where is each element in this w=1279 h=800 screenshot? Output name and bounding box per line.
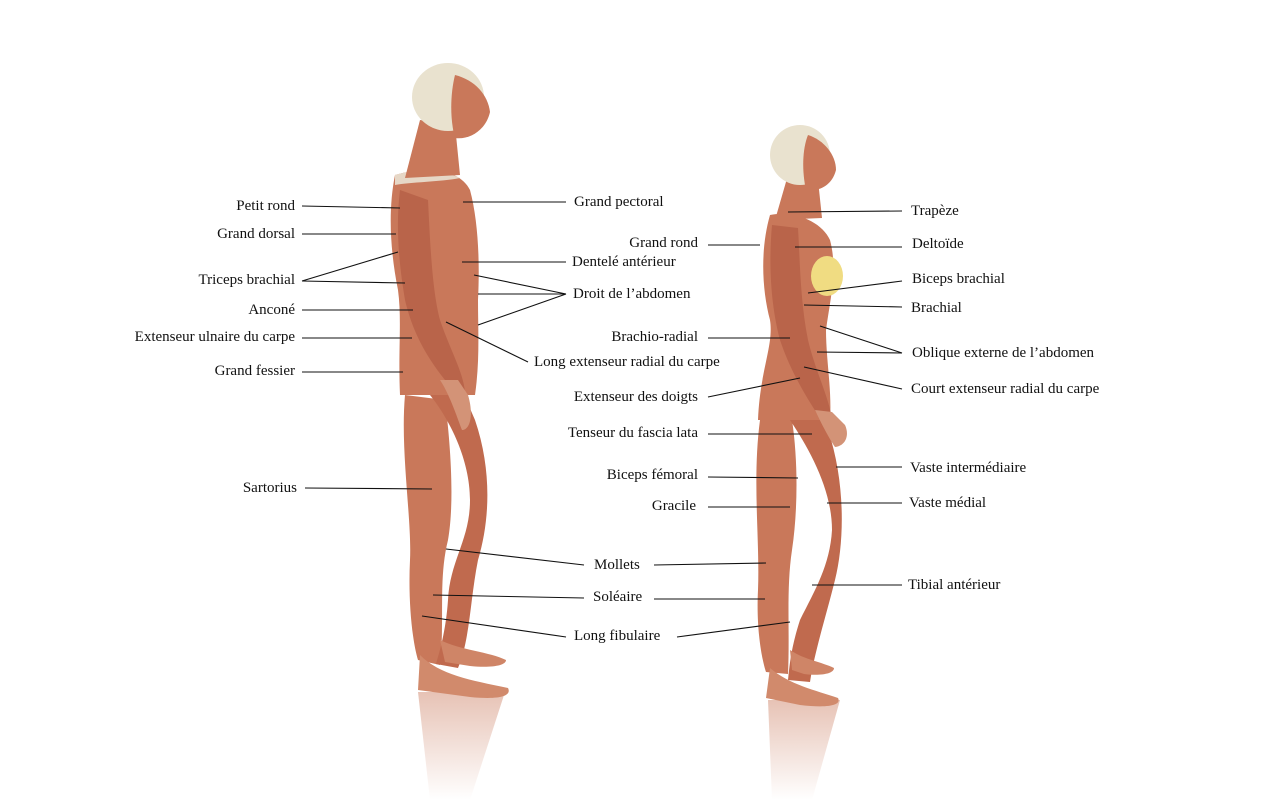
male-back-foot [440, 640, 506, 667]
label-triceps-brachial: Triceps brachial [198, 272, 295, 288]
male-front-foot [418, 655, 509, 698]
label-long-extenseur: Long extenseur radial du carpe [534, 354, 720, 370]
female-back-foot [790, 650, 834, 675]
label-court-extenseur: Court extenseur radial du carpe [911, 381, 1100, 397]
male-neck [405, 120, 460, 178]
label-mollets: Mollets [594, 557, 640, 573]
label-grand-rond: Grand rond [629, 235, 698, 251]
leader-lines [301, 201, 903, 638]
label-sartorius: Sartorius [242, 480, 297, 496]
label-biceps-brachial-f: Biceps brachial [912, 271, 1005, 287]
label-ancone: Anconé [248, 302, 295, 318]
label-dentele-anterieur: Dentelé antérieur [572, 254, 676, 270]
male-back-leg [403, 395, 452, 665]
male-figure [390, 63, 509, 800]
label-grand-pectoral: Grand pectoral [574, 194, 664, 210]
label-tenseur-fascia-lata: Tenseur du fascia lata [567, 425, 698, 441]
label-extenseur-ulnaire: Extenseur ulnaire du carpe [134, 329, 295, 345]
female-breast [811, 256, 843, 296]
label-vaste-medial: Vaste médial [909, 495, 987, 511]
female-back-leg [756, 420, 797, 674]
label-vaste-intermediaire: Vaste intermédiaire [910, 460, 1027, 476]
label-oblique-externe: Oblique externe de l’abdomen [912, 345, 1095, 361]
label-deltoide: Deltoïde [912, 236, 964, 252]
label-brachio-radial: Brachio-radial [611, 329, 698, 345]
label-grand-fessier: Grand fessier [214, 363, 295, 379]
female-front-leg [788, 410, 842, 682]
female-front-foot [766, 668, 839, 707]
label-long-fibulaire: Long fibulaire [574, 628, 661, 644]
label-petit-rond: Petit rond [236, 198, 295, 214]
male-arm [397, 190, 465, 395]
label-gracile: Gracile [651, 498, 696, 514]
male-face [451, 75, 490, 139]
label-grand-dorsal: Grand dorsal [217, 226, 295, 242]
label-trapeze: Trapèze [911, 203, 959, 219]
label-soleaire: Soléaire [593, 589, 643, 605]
label-extenseur-doigts: Extenseur des doigts [573, 389, 698, 405]
male-hand [440, 380, 471, 430]
label-brachial: Brachial [911, 300, 962, 316]
female-reflection [768, 700, 840, 800]
female-hand [815, 410, 847, 447]
female-arm [770, 225, 832, 420]
male-front-leg [430, 390, 488, 668]
label-droit-abdomen: Droit de l’abdomen [573, 286, 691, 302]
female-figure [756, 125, 847, 800]
label-tibial-anterieur: Tibial antérieur [908, 577, 1001, 593]
label-biceps-femoral: Biceps fémoral [606, 467, 698, 483]
female-face [803, 135, 836, 191]
male-reflection [418, 692, 505, 800]
